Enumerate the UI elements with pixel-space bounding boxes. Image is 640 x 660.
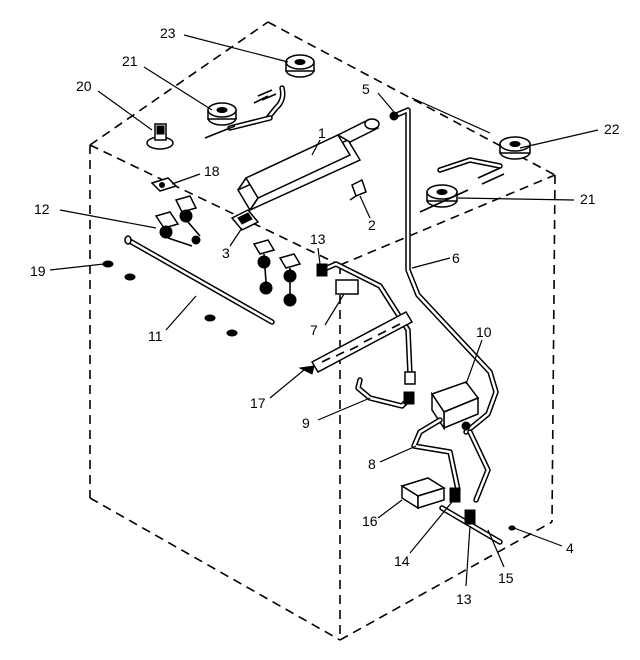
callout-labels: 23 21 20 5 1 22 21 18 12 2 3 13 6 19 11 … [30, 25, 620, 607]
valves-lower [252, 239, 302, 307]
callout-4: 4 [566, 540, 574, 556]
callout-18: 18 [204, 163, 220, 179]
leader-lines [49, 34, 599, 587]
thermostat-housing-1 [236, 118, 380, 211]
callout-23: 23 [160, 25, 176, 41]
callout-13-upper: 13 [310, 231, 326, 247]
manifold-11 [124, 235, 275, 325]
clip-2 [349, 178, 367, 201]
callout-11: 11 [148, 328, 163, 344]
callout-1: 1 [318, 125, 326, 141]
callout-14: 14 [394, 553, 410, 569]
burner-22 [437, 136, 531, 185]
callout-3: 3 [222, 245, 230, 261]
callout-2: 2 [368, 217, 376, 233]
callout-10: 10 [476, 324, 492, 340]
callout-6: 6 [452, 250, 460, 266]
callout-20: 20 [76, 78, 92, 94]
callout-12: 12 [34, 201, 50, 217]
bracket-18 [150, 177, 178, 192]
callout-21-right: 21 [580, 191, 596, 207]
burner-21-right [419, 184, 469, 213]
valves-12 [154, 195, 201, 247]
callout-15: 15 [498, 570, 514, 586]
callout-5: 5 [362, 81, 370, 97]
callout-16: 16 [362, 513, 378, 529]
callout-17: 17 [250, 395, 266, 411]
callout-7: 7 [310, 322, 318, 338]
bracket-3 [230, 209, 260, 231]
callout-19: 19 [30, 263, 46, 279]
callout-8: 8 [368, 456, 376, 472]
burner-17 [298, 311, 414, 375]
tube-7 [316, 261, 416, 385]
burner-23 [253, 54, 315, 121]
callout-9: 9 [302, 415, 310, 431]
burner-21-left [204, 102, 273, 139]
igniter-box-16 [400, 477, 446, 510]
tube-8 [411, 417, 491, 503]
knob-20 [146, 123, 174, 150]
callout-13-lower: 13 [456, 591, 472, 607]
screws [102, 260, 238, 337]
callout-22: 22 [604, 121, 620, 137]
callout-21-left: 21 [122, 53, 138, 69]
